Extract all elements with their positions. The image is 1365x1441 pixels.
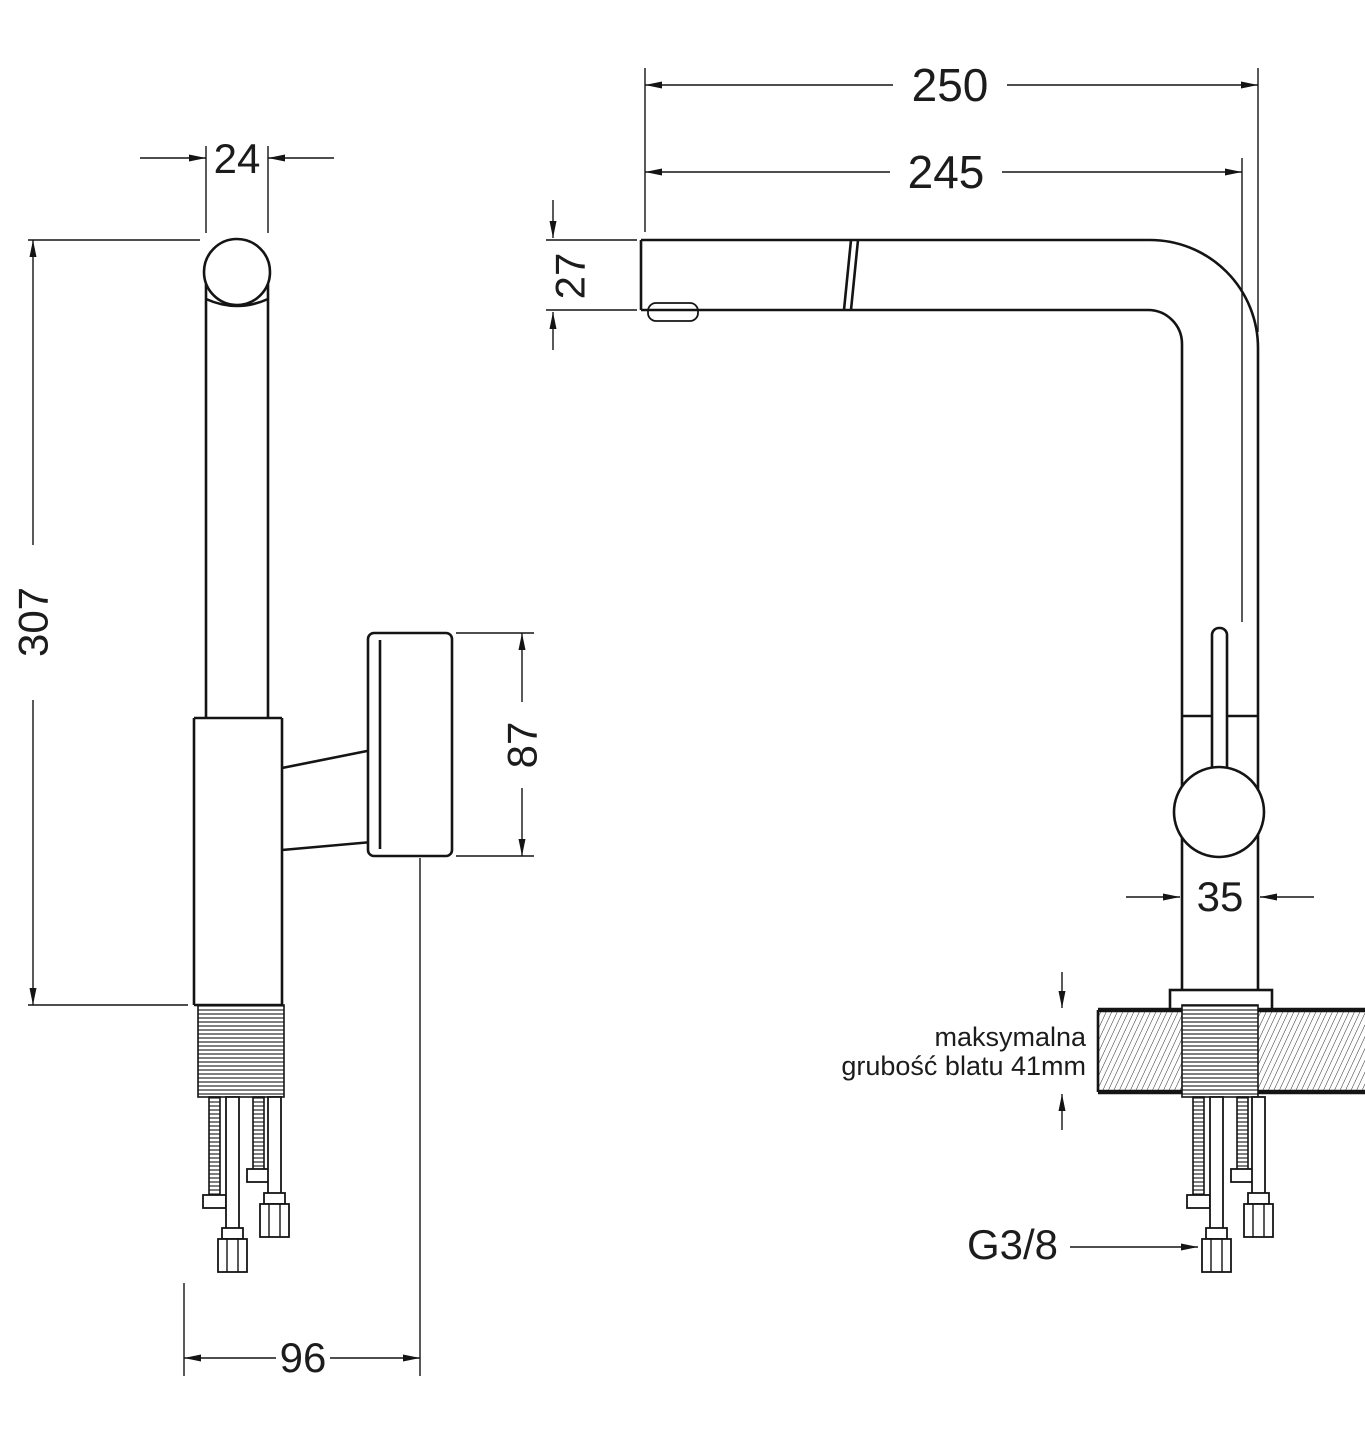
dim-label-245: 245 [908, 146, 985, 198]
front-view: 250 245 27 [546, 59, 1365, 1273]
thread-size-label: G3/8 [967, 1221, 1058, 1268]
pullout-seam [849, 239, 860, 311]
threaded-shank [1181, 1004, 1259, 1098]
dim-label-250: 250 [912, 59, 989, 111]
spout-outer-edge [641, 238, 1260, 1005]
countertop-hatch [1258, 1010, 1365, 1092]
side-view: 24 307 87 96 [10, 135, 546, 1381]
countertop-hatch [1098, 1010, 1182, 1092]
dim-label-24: 24 [214, 135, 261, 182]
dim-spout-reach: 245 [645, 146, 1243, 622]
dim-spout-top-width: 24 [140, 135, 334, 233]
counter-note-line2: grubość blatu 41mm [841, 1051, 1086, 1081]
threaded-shank [197, 1004, 285, 1098]
dim-total-height: 307 [10, 239, 200, 1006]
dim-base-depth: 96 [183, 858, 421, 1381]
faucet-side-outline [192, 237, 454, 1007]
dim-body-width: 35 [1126, 873, 1314, 920]
dim-label-307: 307 [10, 587, 57, 657]
thread-size-callout: G3/8 [967, 1221, 1198, 1268]
hardware-side [202, 1096, 290, 1273]
countertop-section [1096, 1007, 1365, 1095]
faucet-front-outline [639, 238, 1274, 1012]
handle-neck [281, 840, 373, 852]
dim-label-96: 96 [280, 1334, 327, 1381]
handle-neck [281, 748, 373, 770]
hardware-front [1186, 1096, 1274, 1273]
dim-counter-thickness: maksymalna grubość blatu 41mm [841, 972, 1087, 1130]
handle-lever-side [366, 631, 454, 858]
dim-handle-height: 87 [456, 632, 546, 857]
dim-label-27: 27 [547, 253, 594, 300]
spout-cap-seam [205, 297, 269, 308]
dim-label-35: 35 [1197, 873, 1244, 920]
counter-note-line1: maksymalna [934, 1022, 1087, 1052]
pullout-seam [842, 239, 853, 311]
dim-overall-reach: 250 [644, 59, 1259, 332]
spout-inner-edge [641, 308, 1184, 1005]
dim-label-87: 87 [499, 722, 546, 769]
handle-ball-joint [1172, 765, 1266, 859]
spout-end-icon [202, 237, 272, 307]
aerator-icon [647, 302, 699, 322]
dim-spout-height: 27 [546, 200, 637, 350]
